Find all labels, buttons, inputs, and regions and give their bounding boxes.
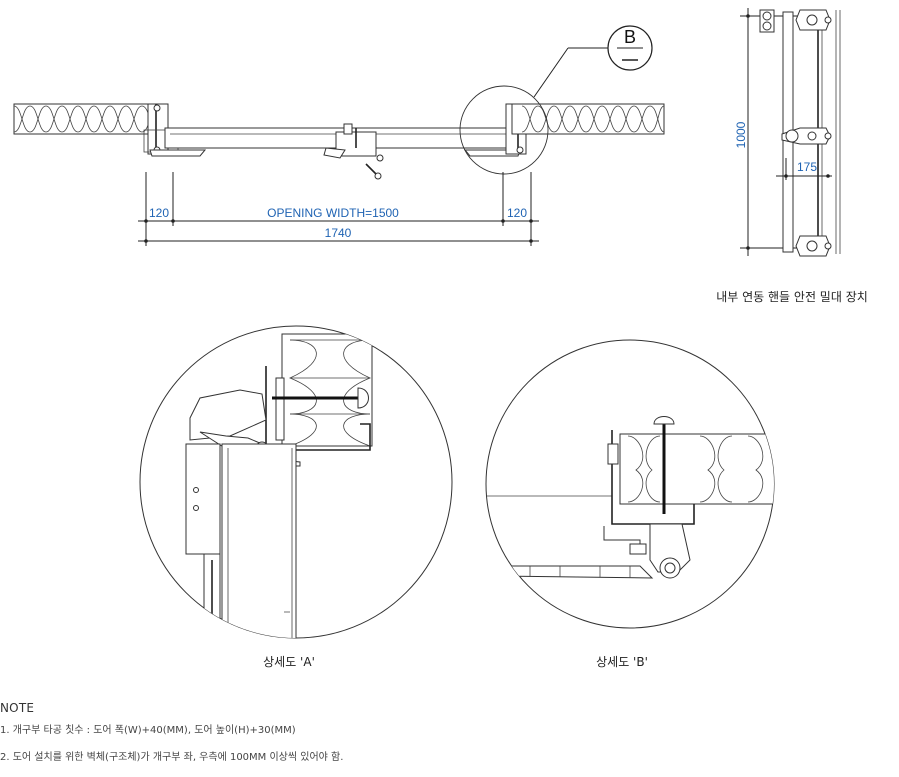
dim-right-text: 120 xyxy=(507,206,527,220)
plan-dimensions: 120 OPENING WIDTH=1500 120 1740 xyxy=(138,172,539,246)
right-wall-panel xyxy=(511,103,665,135)
detail-b-marker-label: B xyxy=(624,27,636,47)
detail-a-caption: 상세도 'A' xyxy=(263,655,315,669)
dim-height-text: 1000 xyxy=(734,121,748,148)
plan-view: B 120 OPENING WIDTH=1500 120 1740 xyxy=(13,25,665,246)
detail-a: 상세도 'A' xyxy=(139,325,453,669)
dim-opening-text: OPENING WIDTH=1500 xyxy=(267,206,399,220)
side-view-caption: 내부 연동 핸들 안전 밀대 장치 xyxy=(716,289,868,304)
dim-left-text: 120 xyxy=(149,206,169,220)
technical-drawing: B 120 OPENING WIDTH=1500 120 1740 xyxy=(13,8,868,669)
notes-section: NOTE 1. 개구부 타공 칫수 : 도어 폭(W)+40(MM), 도어 높… xyxy=(0,701,899,775)
note-item-2: 2. 도어 설치를 위한 벽체(구조체)가 개구부 좌, 우측에 100MM 이… xyxy=(0,752,344,763)
detail-b-callout: B xyxy=(459,25,653,175)
dim-handle-text: 175 xyxy=(797,160,817,174)
dim-total-text: 1740 xyxy=(325,226,352,240)
side-view: 1000 175 내부 연동 핸들 안전 밀대 장치 xyxy=(716,8,868,304)
handle-mechanism xyxy=(323,123,384,180)
detail-b: 상세도 'B' xyxy=(485,339,775,669)
left-wall-panel xyxy=(13,103,163,135)
note-item-1: 1. 개구부 타공 칫수 : 도어 폭(W)+40(MM), 도어 높이(H)+… xyxy=(0,725,296,736)
notes-title: NOTE xyxy=(0,701,35,715)
detail-b-caption: 상세도 'B' xyxy=(596,655,648,669)
